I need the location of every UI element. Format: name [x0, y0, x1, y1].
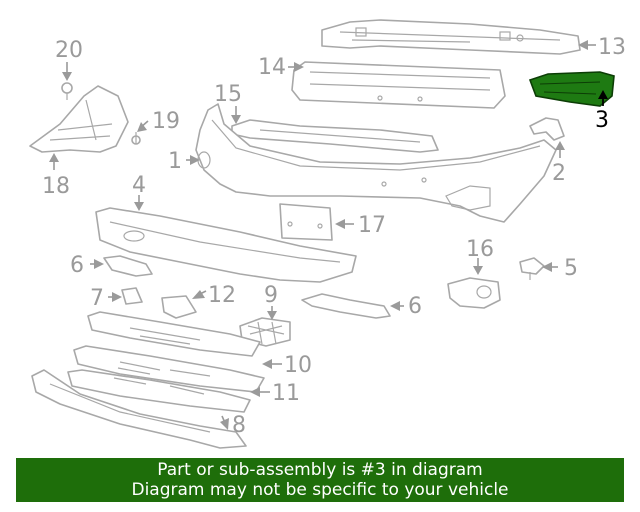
part-4-lower-fascia[interactable]: [95, 207, 357, 283]
callout-16: 16: [466, 237, 494, 262]
callout-19: 19: [152, 109, 180, 134]
part-6-right-trim[interactable]: [301, 293, 391, 319]
callout-18: 18: [42, 174, 70, 199]
leader-20-arrow: [62, 72, 72, 81]
callout-17: 17: [358, 213, 386, 238]
part-14-energy-absorber[interactable]: [291, 61, 506, 109]
leader-9-arrow: [267, 311, 277, 320]
callout-8: 8: [232, 413, 246, 438]
part-11-lower-grille[interactable]: [67, 369, 251, 413]
leader-15-arrow: [231, 115, 241, 124]
part-17-license-bracket[interactable]: [279, 203, 333, 241]
callout-14: 14: [258, 55, 286, 80]
leader-1-arrow: [190, 155, 200, 165]
callout-13: 13: [598, 35, 626, 60]
callout-12: 12: [208, 283, 236, 308]
part-19-screw[interactable]: [131, 132, 141, 145]
part-grille-upper[interactable]: [87, 311, 261, 357]
leader-2-arrow: [555, 141, 565, 150]
leader-16-arrow: [473, 266, 483, 275]
callout-11: 11: [272, 381, 300, 406]
banner-line-disclaimer: Diagram may not be specific to your vehi…: [131, 480, 509, 500]
part-6-left-trim[interactable]: [103, 255, 153, 277]
callout-4: 4: [132, 173, 146, 198]
leader-17-arrow: [335, 219, 345, 229]
leader-18-arrow: [49, 153, 59, 162]
part-18-splash-shield[interactable]: [29, 85, 129, 153]
part-2-side-bracket[interactable]: [529, 117, 565, 141]
leader-4-arrow: [134, 202, 144, 211]
part-12-small-cover[interactable]: [161, 295, 197, 319]
callout-1: 1: [168, 149, 182, 174]
part-10-grille[interactable]: [73, 345, 265, 393]
leader-12-arrow: [192, 290, 205, 299]
part-16-fog-lamp-bezel[interactable]: [447, 277, 501, 309]
callout-20: 20: [55, 38, 83, 63]
callout-10: 10: [284, 353, 312, 378]
callout-6b: 6: [408, 294, 422, 319]
callout-7: 7: [90, 286, 104, 311]
leader-3-arrow: [598, 90, 608, 99]
callout-9: 9: [264, 283, 278, 308]
leader-10-arrow: [262, 359, 272, 369]
leader-7-arrow: [112, 292, 122, 302]
leader-8-arrow: [220, 418, 229, 430]
callout-15: 15: [214, 82, 242, 107]
info-banner: Part or sub-assembly is #3 in diagram Di…: [16, 458, 624, 502]
part-3-bumper-bracket[interactable]: [528, 71, 615, 107]
callout-2: 2: [552, 161, 566, 186]
callout-3: 3: [595, 108, 609, 133]
leader-19-arrow: [137, 122, 147, 132]
leader-14-arrow: [294, 62, 304, 72]
part-13-reinforcement-beam[interactable]: [321, 19, 581, 55]
leader-6a-arrow: [94, 259, 104, 269]
leader-11-arrow: [250, 387, 260, 397]
leader-6b-arrow: [390, 301, 400, 311]
callout-5: 5: [564, 256, 578, 281]
part-8-skid-plate[interactable]: [31, 369, 247, 449]
part-1-bumper-cover[interactable]: [195, 103, 557, 223]
part-15-upper-absorber[interactable]: [231, 119, 439, 153]
banner-line-part: Part or sub-assembly is #3 in diagram: [157, 460, 483, 480]
part-7-clip[interactable]: [121, 287, 143, 305]
leader-13-arrow: [578, 40, 588, 50]
callout-6a: 6: [70, 253, 84, 278]
part-20-push-pin[interactable]: [61, 82, 73, 100]
part-5-sensor[interactable]: [519, 257, 545, 280]
leader-5-arrow: [542, 262, 552, 272]
